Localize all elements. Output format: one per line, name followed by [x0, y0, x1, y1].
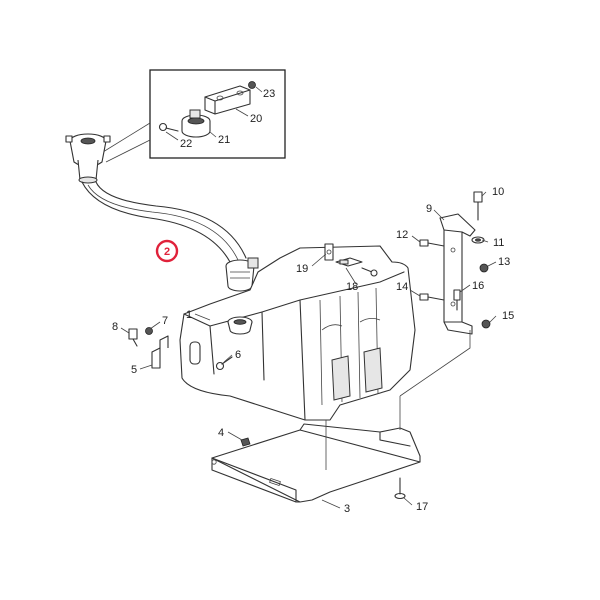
side-bracket-part-5	[151, 335, 169, 369]
bolt-part-6	[215, 356, 233, 371]
bolt-part-14	[419, 293, 445, 301]
mount-bracket-part-9	[439, 213, 476, 335]
callout-17: 17	[416, 501, 428, 513]
bolt-part-8	[128, 328, 138, 347]
callout-3: 3	[344, 503, 350, 515]
inset-detail	[102, 69, 286, 163]
bolt-part-7	[145, 327, 153, 335]
inset-clamp-part-21	[181, 109, 211, 138]
callout-leaders	[120, 191, 497, 509]
inset-frame	[149, 69, 286, 159]
inset-bolt-part-22	[158, 122, 179, 132]
nut-part-13	[479, 263, 489, 273]
callout-4: 4	[218, 427, 224, 439]
nut-part-4	[240, 437, 251, 447]
callout-1: 1	[186, 309, 192, 321]
bracket-part-18	[335, 257, 378, 277]
callout-11: 11	[493, 237, 504, 249]
bolt-part-12	[419, 239, 445, 247]
washer-tank-part-1	[179, 243, 416, 421]
filler-neck	[65, 133, 111, 184]
callout-10: 10	[492, 186, 504, 198]
bolt-part-17	[394, 477, 406, 500]
highlight-label: 2	[164, 246, 170, 258]
callout-19: 19	[296, 263, 308, 275]
hose-clamp	[225, 257, 259, 292]
bolt-part-16	[453, 289, 461, 311]
nut-part-15	[481, 319, 491, 329]
callout-22: 22	[180, 138, 192, 150]
callout-8: 8	[112, 321, 118, 333]
highlighted-callout-2[interactable]: 2	[155, 239, 179, 263]
callout-15: 15	[502, 310, 514, 322]
base-tray-part-3	[211, 396, 421, 503]
filler-hose-part-2	[81, 181, 247, 263]
callout-21: 21	[218, 134, 230, 146]
callout-14: 14	[396, 281, 408, 293]
highlight-ring	[155, 239, 179, 263]
callout-20: 20	[250, 113, 262, 125]
bolt-part-10	[473, 191, 483, 221]
inset-nut-part-23	[248, 81, 256, 89]
callout-9: 9	[426, 203, 432, 215]
callout-7: 7	[162, 315, 168, 327]
callout-6: 6	[235, 349, 241, 361]
callout-labels: 1 3 4 5 6 7 8 9 10 11 12 13 14 15 16 17 …	[112, 88, 514, 515]
callout-18: 18	[346, 281, 358, 293]
callout-12: 12	[396, 229, 408, 241]
grommet-part-11	[471, 236, 485, 244]
callout-16: 16	[472, 280, 484, 292]
callout-5: 5	[131, 364, 137, 376]
callout-13: 13	[498, 256, 510, 268]
inset-bracket-part-20	[204, 85, 251, 115]
callout-23: 23	[263, 88, 275, 100]
